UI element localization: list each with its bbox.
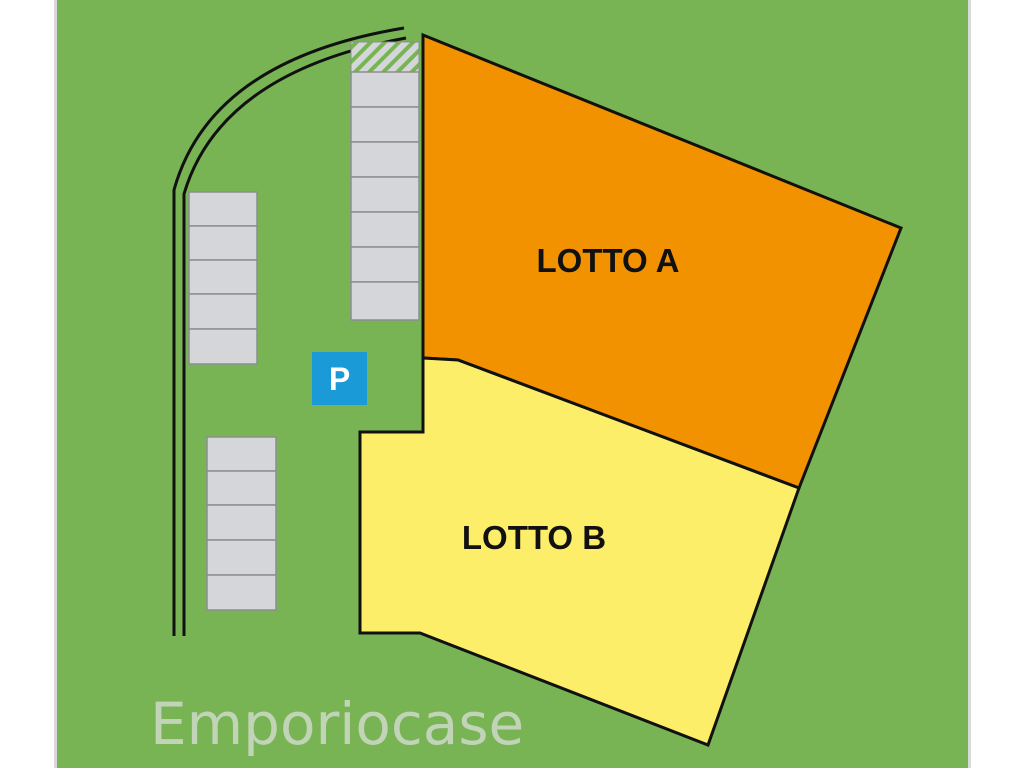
parking-stall [188,225,258,261]
parking-stall [206,436,277,472]
left-border-line [54,0,57,768]
parking-stall [188,259,258,295]
parking-stall [188,191,258,227]
parking-stall [206,504,277,541]
parking-stall [350,106,420,143]
watermark-logo: Emporiocase [150,690,524,758]
parking-row-left-upper [188,191,258,365]
parking-sign-background [312,352,367,405]
hatched-zone [350,41,420,73]
parking-stall [350,176,420,213]
parking-stall [188,328,258,365]
parking-stall [350,246,420,283]
lotto-b-label: LOTTO B [462,519,606,556]
parking-row-left-lower [206,436,277,611]
lotto-a-label: LOTTO A [537,242,680,279]
parking-stall [350,281,420,321]
left-border [0,0,56,768]
parking-row-top-right [350,71,420,321]
right-border [970,0,1024,768]
right-border-line [968,0,971,768]
parking-sign-icon: P [312,352,367,405]
parking-stall [206,539,277,576]
road-outer-edge [172,26,405,636]
parking-stall [206,574,277,611]
parking-stall [206,470,277,506]
parking-stall [188,293,258,330]
parking-stall [350,211,420,248]
parking-sign-letter: P [329,361,350,397]
parking-stall [350,71,420,108]
parking-stall [350,141,420,178]
lotto-b-area[interactable] [358,356,801,747]
